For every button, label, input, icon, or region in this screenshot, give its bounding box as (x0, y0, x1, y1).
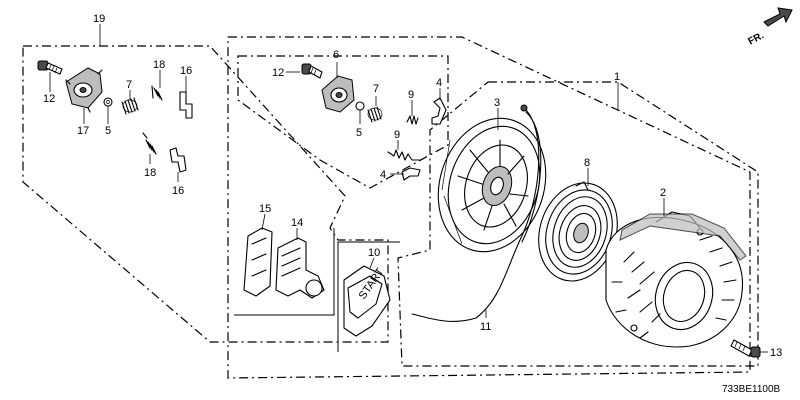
starter-case-2 (605, 211, 747, 348)
pawl-spring-18-top (151, 85, 163, 101)
callout-7-inner: 7 (373, 83, 379, 95)
callout-7-left: 7 (126, 79, 132, 91)
guide-4-top (431, 97, 447, 125)
inner-group-boundary (237, 55, 449, 189)
pawl-spring-9-top (406, 115, 419, 125)
pawl-14 (275, 237, 325, 299)
group-1-boundary (227, 36, 751, 379)
callout-16-bottom: 16 (172, 185, 184, 197)
callout-1: 1 (614, 71, 620, 83)
callout-2: 2 (660, 187, 666, 199)
starter-pawl-box (234, 228, 335, 316)
callout-15: 15 (259, 203, 271, 215)
bolt-13 (730, 339, 761, 358)
handle-box (337, 241, 400, 352)
callout-3: 3 (494, 97, 500, 109)
rope-11 (411, 107, 540, 322)
spring-7-left (121, 97, 139, 115)
callout-16-top: 16 (180, 65, 192, 77)
handle-10: START (343, 265, 391, 337)
callout-18-bottom: 18 (144, 167, 156, 179)
bolt-12-inner (301, 63, 323, 79)
callout-4-top: 4 (436, 77, 442, 89)
callout-4-bottom: 4 (380, 169, 386, 181)
callout-8: 8 (584, 157, 590, 169)
callout-19: 19 (93, 13, 105, 25)
callout-9-top: 9 (408, 89, 414, 101)
callout-9-bottom: 9 (394, 129, 400, 141)
reel-3 (437, 117, 547, 253)
pawl-spring-9-bottom (387, 149, 421, 161)
callout-11: 11 (480, 321, 491, 333)
washer-5-inner (355, 101, 365, 111)
callout-12-left: 12 (43, 93, 55, 105)
diagram-code: 733BE1100B (722, 384, 781, 395)
callout-10: 10 (368, 247, 380, 259)
callout-5-left: 5 (105, 125, 111, 137)
pawl-spring-18-bottom (142, 132, 157, 155)
ratchet-17 (65, 67, 103, 113)
callout-14: 14 (291, 217, 303, 229)
callout-17: 17 (77, 125, 89, 137)
washer-5-left (103, 97, 113, 107)
front-direction-arrow: FR. (746, 7, 793, 48)
leader-lines (49, 24, 768, 353)
guide-16-bottom (169, 147, 187, 173)
callout-12-inner: 12 (272, 67, 284, 79)
callout-6: 6 (333, 49, 339, 61)
callout-13: 13 (770, 347, 782, 359)
sub-assembly-boundary (397, 81, 759, 367)
guide-4-bottom (401, 167, 421, 181)
guide-16-top (179, 91, 193, 119)
spring-7-inner (367, 106, 383, 123)
pawl-15 (243, 227, 273, 297)
ratchet-6 (321, 75, 355, 113)
group-19-boundary (22, 45, 389, 343)
direction-label: FR. (746, 30, 766, 47)
bolt-12-left (37, 60, 63, 75)
callout-labels: 19 12 17 5 7 18 16 18 16 12 6 7 5 9 4 9 … (43, 13, 782, 359)
callout-5-inner: 5 (356, 127, 362, 139)
callout-18-top: 18 (153, 59, 165, 71)
